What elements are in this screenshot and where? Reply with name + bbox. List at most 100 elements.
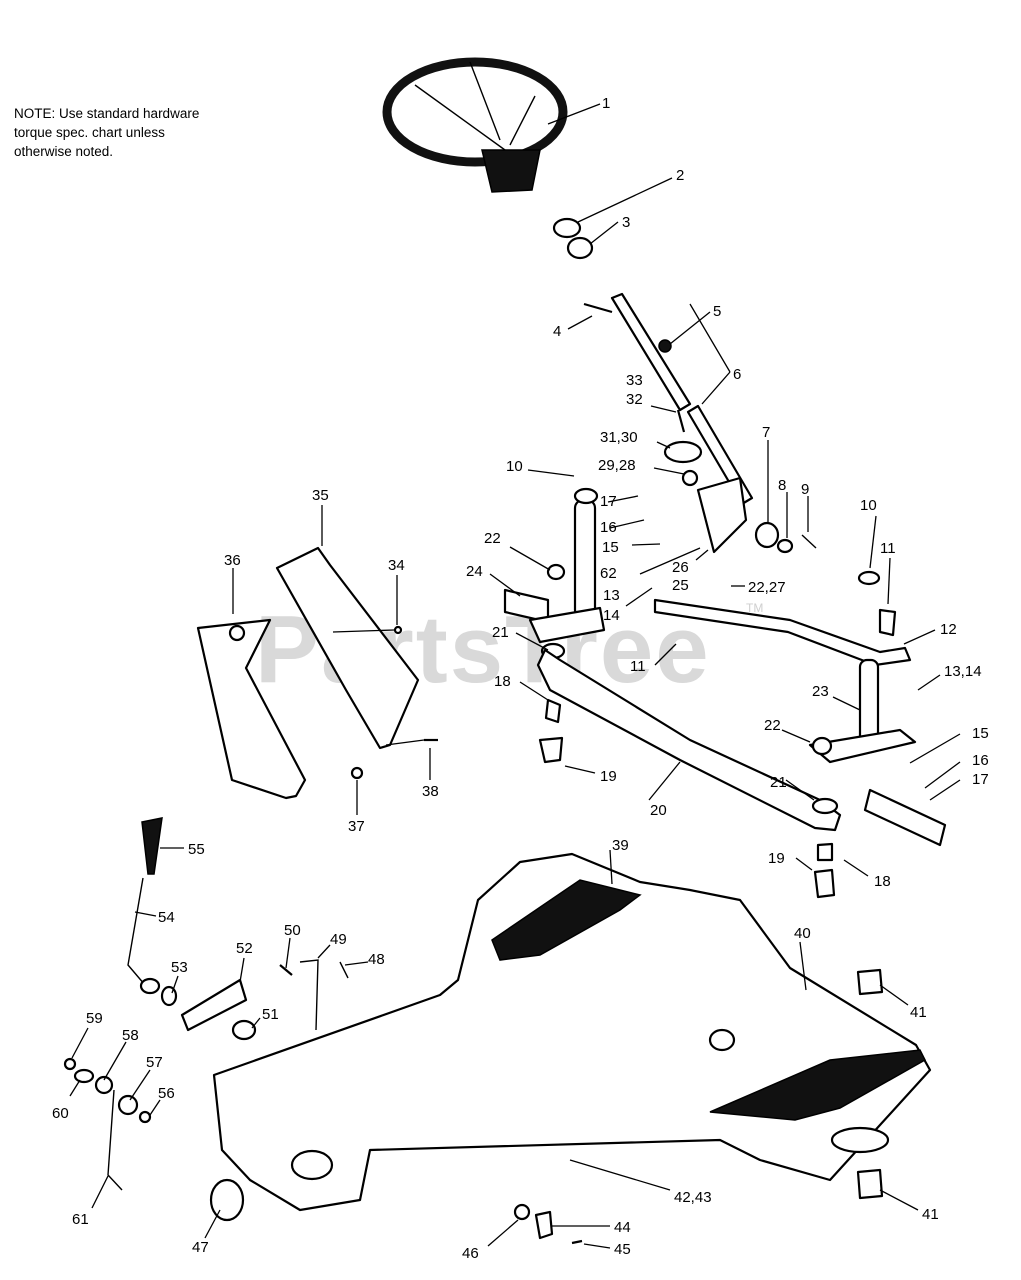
callout: 25 (672, 577, 689, 594)
callout: 22 (764, 717, 781, 734)
callout: 2 (676, 167, 684, 184)
callout: 10 (860, 497, 877, 514)
note-line: NOTE: Use standard hardware (14, 106, 200, 121)
cover-35 (275, 546, 420, 750)
callout: 54 (158, 909, 175, 926)
callout: 41 (910, 1004, 927, 1021)
callout: 36 (224, 552, 241, 569)
callout: 59 (86, 1010, 103, 1027)
callout: 41 (922, 1206, 939, 1223)
callout: 12 (940, 621, 957, 638)
washer-60 (73, 1068, 95, 1084)
callout: 49 (330, 931, 347, 948)
washer-10-left (573, 487, 599, 505)
nut-56 (138, 1110, 152, 1124)
callout: 58 (122, 1027, 139, 1044)
callout: 55 (188, 841, 205, 858)
bolt-4 (583, 302, 613, 314)
callout: 42,43 (674, 1189, 712, 1206)
washer-21-right (811, 797, 839, 815)
knob-55 (141, 817, 163, 875)
washer-8 (776, 538, 794, 554)
callout: 18 (874, 873, 891, 890)
callout: 57 (146, 1054, 163, 1071)
callout: 20 (650, 802, 667, 819)
nut-22-right (811, 736, 833, 756)
clip-44 (534, 1210, 554, 1240)
screw-34 (393, 625, 403, 635)
bracket-52 (180, 978, 248, 1032)
pivot-bolt-19-right (813, 868, 836, 899)
screw-45 (571, 1239, 583, 1245)
callout: 19 (768, 850, 785, 867)
nut-51 (231, 1019, 257, 1041)
foot-pad-39 (491, 879, 642, 961)
bushing-7 (754, 521, 780, 549)
callout: 39 (612, 837, 629, 854)
note-line: otherwise noted. (14, 144, 114, 159)
callout: 33 (626, 372, 643, 389)
callout: 11 (630, 658, 646, 675)
callout: 22 (484, 530, 501, 547)
callout: 62 (600, 565, 617, 582)
drag-link-upper (610, 292, 692, 412)
callout: 3 (622, 214, 630, 231)
pin-50 (279, 964, 293, 976)
callout: 16 (972, 752, 989, 769)
callout: 10 (506, 458, 523, 475)
bushing-41-lower (856, 1168, 884, 1200)
callout: 14 (603, 607, 620, 624)
callout: 18 (494, 673, 511, 690)
callout: 47 (192, 1239, 209, 1256)
callout: 53 (171, 959, 188, 976)
callout: 21 (492, 624, 509, 641)
callout: 5 (713, 303, 721, 320)
callout: 61 (72, 1211, 89, 1228)
bolt-11-right (878, 608, 897, 637)
steering-arm-left (528, 606, 606, 644)
callout: 24 (466, 563, 483, 580)
callout: 50 (284, 922, 301, 939)
steering-sector-62 (696, 476, 748, 554)
callout: 19 (600, 768, 617, 785)
callout: 60 (52, 1105, 69, 1122)
pivot-bolt-19-left (538, 736, 564, 764)
callout: 38 (422, 783, 439, 800)
callout: 52 (236, 940, 253, 957)
nut-37 (350, 766, 364, 780)
callout: 9 (801, 481, 809, 498)
callout: 35 (312, 487, 329, 504)
cover-36 (196, 618, 307, 800)
callout: 17 (600, 493, 617, 510)
foot-pad-40 (709, 1049, 926, 1121)
callout: 11 (880, 540, 896, 557)
tie-rod-12 (653, 598, 912, 667)
washer-2 (552, 217, 582, 239)
callout: 45 (614, 1241, 631, 1258)
callout: 13 (603, 587, 620, 604)
callout: 22,27 (748, 579, 786, 596)
callout: 4 (553, 323, 561, 340)
callout: 13,14 (944, 663, 982, 680)
washer-57 (117, 1094, 139, 1116)
callout: 17 (972, 771, 989, 788)
callout: 15 (602, 539, 619, 556)
washer-10-right (857, 570, 881, 586)
spring-48 (339, 961, 349, 979)
callout: 56 (158, 1085, 175, 1102)
callout: 1 (602, 95, 610, 112)
callout: 29,28 (598, 457, 636, 474)
spacer-58 (94, 1075, 114, 1095)
frame-boss (708, 1028, 736, 1052)
spindle-left (573, 498, 597, 620)
nut-5 (658, 339, 672, 353)
grommet-47 (209, 1178, 245, 1222)
callout: 40 (794, 925, 811, 942)
callout: 31,30 (600, 429, 638, 446)
callout: 15 (972, 725, 989, 742)
cover-36-hole (228, 624, 246, 642)
steering-arm-right (808, 728, 917, 764)
callout: 16 (600, 519, 617, 536)
frame-hole (290, 1149, 334, 1181)
callout: 46 (462, 1245, 479, 1262)
